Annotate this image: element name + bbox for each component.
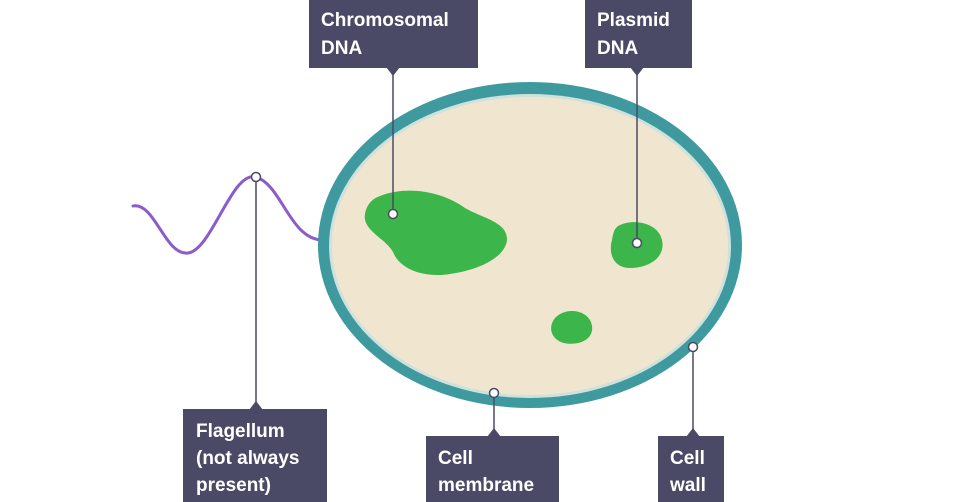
label-flagellum: Flagellum (not always present) [183, 401, 327, 502]
chromosomal-dna-dot [387, 208, 399, 220]
label-cell-wall-line1: Cell [670, 448, 705, 469]
label-flagellum-line3: present) [196, 475, 271, 496]
label-cell-membrane-line1: Cell [438, 448, 473, 469]
label-cell-membrane-line2: membrane [438, 475, 534, 496]
label-chromosomal-dna: Chromosomal DNA [309, 0, 478, 76]
label-plasmid-dna: Plasmid DNA [585, 0, 692, 76]
label-chromosomal-dna-line1: Chromosomal [321, 10, 449, 31]
plasmid-dna-dot [631, 237, 643, 249]
cell-membrane-dot [488, 387, 500, 399]
cell-wall-dot [687, 341, 699, 353]
flagellum-dot [250, 171, 262, 183]
cytoplasm [332, 97, 728, 395]
label-cell-membrane: Cell membrane [426, 428, 559, 502]
cell-body [318, 82, 742, 408]
flagellum [131, 175, 325, 255]
label-plasmid-dna-line1: Plasmid [597, 10, 670, 31]
chromosomal-dna [364, 190, 508, 276]
label-flagellum-line2: (not always [196, 448, 299, 469]
label-cell-wall: Cell wall [658, 428, 724, 502]
label-plasmid-dna-line2: DNA [597, 38, 638, 59]
label-flagellum-line1: Flagellum [196, 421, 285, 442]
label-cell-wall-line2: wall [669, 475, 706, 496]
plasmid-dna-small [551, 311, 593, 344]
label-chromosomal-dna-line2: DNA [321, 38, 362, 59]
